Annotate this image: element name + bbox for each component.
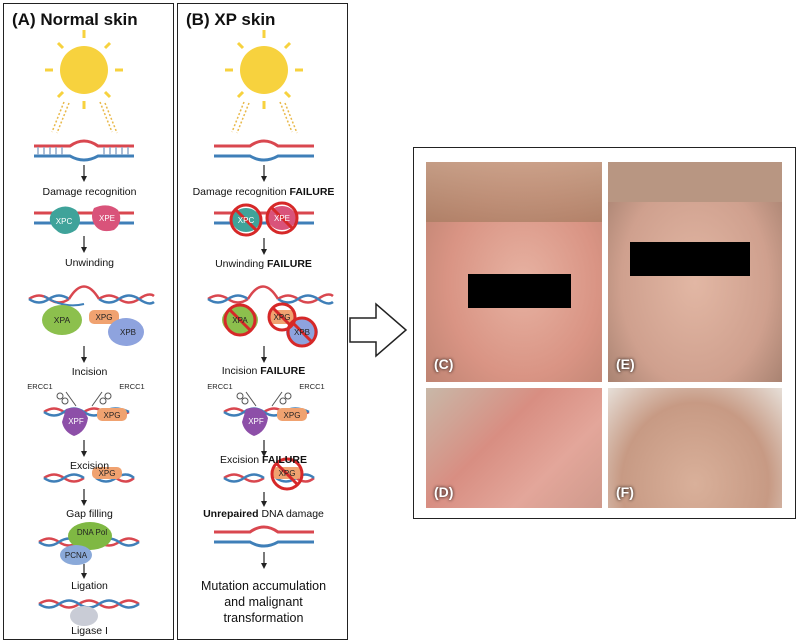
gap-filling-icon (38, 522, 140, 565)
uv-rays-icon (51, 101, 118, 134)
damaged-dna-icon (34, 139, 134, 162)
xpf-label: XPF (68, 417, 84, 426)
censor-bar (468, 274, 571, 308)
unrepaired-dna-icon (214, 525, 314, 548)
xpc-xpe-blocked-icon (214, 201, 314, 237)
panel-xp-skin: (B) XP skin (177, 3, 348, 640)
step-damage-recognition: Damage recognition (42, 186, 137, 198)
step-b-unwinding: Unwinding FAILURE (215, 258, 312, 270)
xpb-label-b: XPB (294, 328, 310, 337)
ercc1-label-left: ERCC1 (27, 382, 52, 391)
excision-blocked-icon (223, 457, 315, 491)
xpg-label-b2: XPG (284, 411, 301, 420)
clinical-photos-panel: (C) (E) (D) (F) (413, 147, 796, 519)
photo-f: (F) (608, 388, 782, 508)
excision-icon (43, 467, 135, 483)
photo-d-label: (D) (434, 484, 454, 500)
panel-b-title: (B) XP skin (186, 10, 276, 29)
ercc1-label-right-b: ERCC1 (299, 382, 324, 391)
step-b-unrepaired: Unrepaired DNA damage (203, 508, 324, 520)
incision-complex-icon-b (223, 391, 310, 436)
damaged-dna-icon (214, 139, 314, 162)
ligation-icon (38, 599, 140, 626)
xpg-label-2: XPG (104, 411, 121, 420)
sun-icon (45, 30, 123, 109)
step-excision: Excision (69, 460, 110, 472)
xpf-label-b: XPF (248, 417, 264, 426)
final-outcome-line3: transformation (223, 611, 304, 625)
pcna-label: PCNA (65, 551, 88, 560)
panel-b-illustration: XPC XPE XPA XPG XPB ERCC1 ERCC1 (207, 30, 334, 569)
photo-f-label: (F) (616, 484, 634, 500)
photo-e: (E) (608, 162, 782, 382)
incision-complex-icon (43, 391, 130, 436)
unwinding-complex-icon (28, 285, 155, 346)
xpe-label-b: XPE (274, 214, 290, 223)
xpa-label-b: XPA (232, 316, 248, 325)
ercc1-label-left-b: ERCC1 (207, 382, 232, 391)
panel-a-title: (A) Normal skin (12, 10, 138, 29)
unwinding-blocked-icon (207, 285, 334, 348)
step-gap-filling: Gap filling (66, 508, 113, 520)
step-unwinding: Unwinding (64, 257, 115, 269)
step-incision: Incision (71, 366, 108, 378)
photo-c-label: (C) (434, 356, 454, 372)
xpc-label: XPC (56, 217, 73, 226)
xpg-label: XPG (96, 313, 113, 322)
xpg-label-3: XPG (99, 469, 116, 478)
xpc-label-b: XPC (238, 216, 255, 225)
xpg-label-b: XPG (274, 313, 291, 322)
xpa-label: XPA (54, 315, 71, 325)
ercc1-label-right: ERCC1 (119, 382, 144, 391)
photo-c: (C) (426, 162, 602, 382)
xpc-xpe-binding-icon (34, 205, 134, 234)
final-outcome-line1: Mutation accumulation (200, 579, 327, 593)
step-ligation: Ligation (71, 580, 108, 592)
step-ligase: Ligase I (71, 625, 108, 637)
uv-rays-icon (231, 101, 298, 134)
panel-normal-skin: (A) Normal skin (3, 3, 174, 640)
xpb-label: XPB (120, 328, 136, 337)
photo-e-label: (E) (616, 356, 635, 372)
xpg-label-b3: XPG (279, 469, 296, 478)
step-b-damage-recognition: Damage recognition FAILURE (192, 186, 335, 198)
final-outcome-line2: and malignant (224, 595, 303, 609)
censor-bar-2 (630, 242, 750, 276)
panel-a-illustration: XPC XPE XPA XPG XPB ERCC1 ERCC1 (27, 30, 155, 626)
step-b-incision: Incision FAILURE (221, 365, 306, 377)
sun-icon (225, 30, 303, 109)
arrow-right-icon (349, 302, 408, 358)
xpe-label: XPE (99, 214, 115, 223)
photo-d: (D) (426, 388, 602, 508)
dnapol-label: DNA Pol (77, 528, 107, 537)
step-b-excision: Excision FAILURE (220, 454, 307, 466)
